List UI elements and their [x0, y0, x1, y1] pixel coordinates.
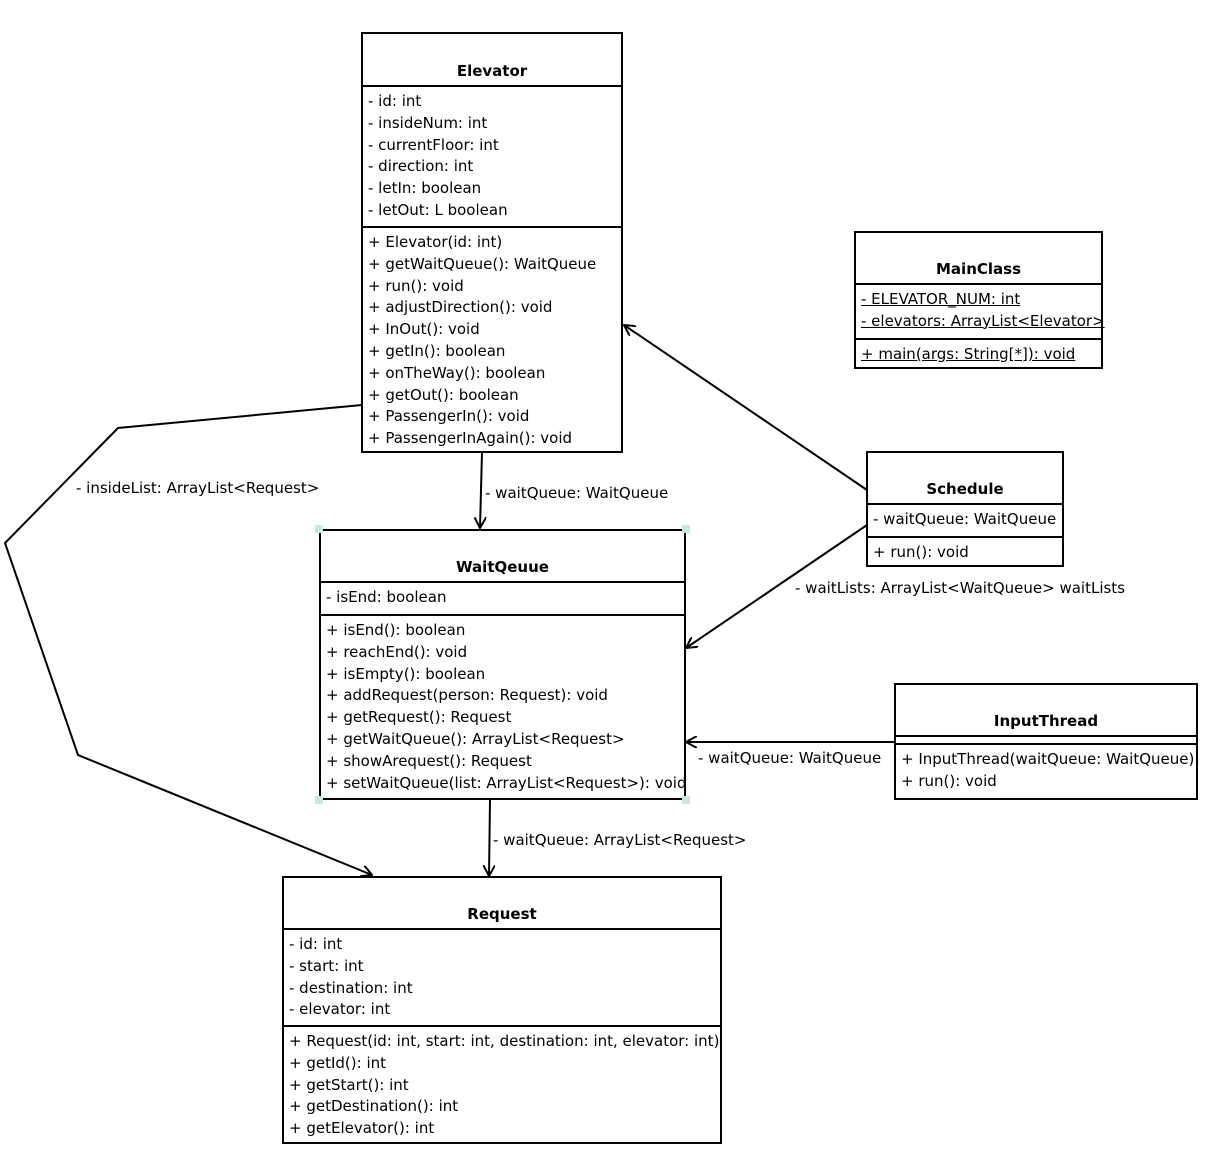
operation: + getRequest(): Request [326, 708, 512, 727]
class-mainclass[interactable]: MainClass - ELEVATOR_NUM: int - elevator… [854, 231, 1105, 369]
class-inputthread-operations: + InputThread(waitQueue: WaitQueue) + ru… [896, 743, 1196, 795]
attribute: - start: int [289, 956, 364, 975]
static-attribute: - elevators: ArrayList<Elevator> [861, 311, 1105, 330]
edge-elevator-waitqueue[interactable] [480, 451, 482, 528]
operation: + getWaitQueue(): ArrayList<Request> [326, 729, 625, 748]
operation: + isEnd(): boolean [326, 621, 466, 639]
operation: + Elevator(id: int) [368, 233, 503, 251]
class-request-name: Request [467, 905, 537, 923]
operation: + reachEnd(): void [326, 642, 468, 661]
class-elevator[interactable]: Elevator - id: int - insideNum: int - cu… [361, 32, 623, 453]
class-inputthread-name: InputThread [993, 712, 1099, 730]
operation: + Request(id: int, start: int, destinati… [289, 1032, 720, 1050]
class-request-operations: + Request(id: int, start: int, destinati… [284, 1025, 720, 1142]
operation: + getOut(): boolean [368, 385, 519, 404]
operation: + InputThread(waitQueue: WaitQueue) [901, 750, 1195, 768]
selection-handle[interactable] [315, 796, 323, 804]
label-elevator-waitqueue: - waitQueue: WaitQueue [485, 484, 669, 502]
class-request-attributes: - id: int - start: int - destination: in… [284, 928, 720, 1025]
edge-schedule-elevator[interactable] [624, 325, 868, 491]
attribute: - waitQueue: WaitQueue [873, 510, 1057, 528]
operation: + onTheWay(): boolean [368, 363, 546, 382]
operation: + setWaitQueue(list: ArrayList<Request>)… [326, 773, 687, 792]
attribute: - direction: int [368, 157, 474, 176]
operation: + getDestination(): int [289, 1097, 459, 1116]
class-schedule-attributes: - waitQueue: WaitQueue [868, 503, 1062, 536]
edge-waitqueue-request[interactable] [489, 799, 490, 876]
operation: + adjustDirection(): void [368, 298, 553, 317]
operation: + PassengerInAgain(): void [368, 429, 573, 448]
class-mainclass-operations: + main(args: String[*]): void [856, 338, 1101, 368]
static-attribute: - ELEVATOR_NUM: int [861, 290, 1021, 308]
class-schedule-name: Schedule [926, 480, 1004, 498]
operation: + getWaitQueue(): WaitQueue [368, 254, 597, 273]
operation: + run(): void [368, 276, 464, 295]
class-mainclass-attributes: - ELEVATOR_NUM: int - elevators: ArrayLi… [856, 283, 1105, 338]
class-elevator-attributes: - id: int - insideNum: int - currentFloo… [363, 85, 621, 226]
class-inputthread[interactable]: InputThread + InputThread(waitQueue: Wai… [894, 683, 1198, 800]
class-waitqueue[interactable]: WaitQeuue - isEnd: boolean + isEnd(): bo… [319, 529, 686, 800]
attribute: - letOut: L boolean [368, 200, 508, 219]
attribute: - letIn: boolean [368, 179, 482, 198]
operation: + getId(): int [289, 1053, 386, 1072]
operation: + isEmpty(): boolean [326, 664, 486, 683]
attribute: - currentFloor: int [368, 135, 499, 154]
label-waitqueue-request: - waitQueue: ArrayList<Request> [493, 831, 747, 849]
attribute: - insideNum: int [368, 113, 488, 132]
class-waitqueue-operations: + isEnd(): boolean + reachEnd(): void + … [321, 614, 687, 796]
operation: + run(): void [901, 771, 997, 790]
operation: + getIn(): boolean [368, 341, 506, 360]
attribute: - id: int [289, 935, 343, 953]
class-inputthread-attributes [896, 735, 1196, 743]
operation: + getElevator(): int [289, 1119, 435, 1138]
class-elevator-operations: + Elevator(id: int) + getWaitQueue(): Wa… [363, 226, 621, 452]
operation: + getStart(): int [289, 1075, 409, 1094]
label-elevator-request: - insideList: ArrayList<Request> [76, 479, 320, 497]
selection-handle[interactable] [315, 525, 323, 533]
selection-handle[interactable] [682, 796, 690, 804]
label-inputthread-waitqueue: - waitQueue: WaitQueue [698, 749, 882, 767]
attribute: - destination: int [289, 978, 413, 997]
class-elevator-name: Elevator [456, 62, 528, 80]
operation: + addRequest(person: Request): void [326, 686, 608, 705]
class-request[interactable]: Request - id: int - start: int - destina… [282, 876, 722, 1144]
class-waitqueue-name: WaitQeuue [456, 558, 549, 576]
operation: + run(): void [873, 543, 969, 561]
operation: + showArequest(): Request [326, 751, 532, 770]
edge-elevator-request[interactable] [3, 404, 372, 875]
operation: + PassengerIn(): void [368, 407, 530, 426]
class-schedule-operations: + run(): void [868, 536, 1062, 566]
operation: + InOut(): void [368, 320, 480, 339]
class-schedule[interactable]: Schedule - waitQueue: WaitQueue + run():… [866, 451, 1064, 567]
attribute: - elevator: int [289, 1000, 391, 1019]
class-waitqueue-attributes: - isEnd: boolean [321, 581, 684, 614]
label-schedule-waitqueue: - waitLists: ArrayList<WaitQueue> waitLi… [795, 579, 1126, 597]
edge-schedule-waitqueue[interactable] [686, 524, 868, 648]
attribute: - isEnd: boolean [326, 588, 447, 606]
selection-handle[interactable] [682, 525, 690, 533]
static-operation: + main(args: String[*]): void [861, 345, 1076, 363]
class-mainclass-name: MainClass [936, 260, 1021, 278]
attribute: - id: int [368, 92, 422, 110]
